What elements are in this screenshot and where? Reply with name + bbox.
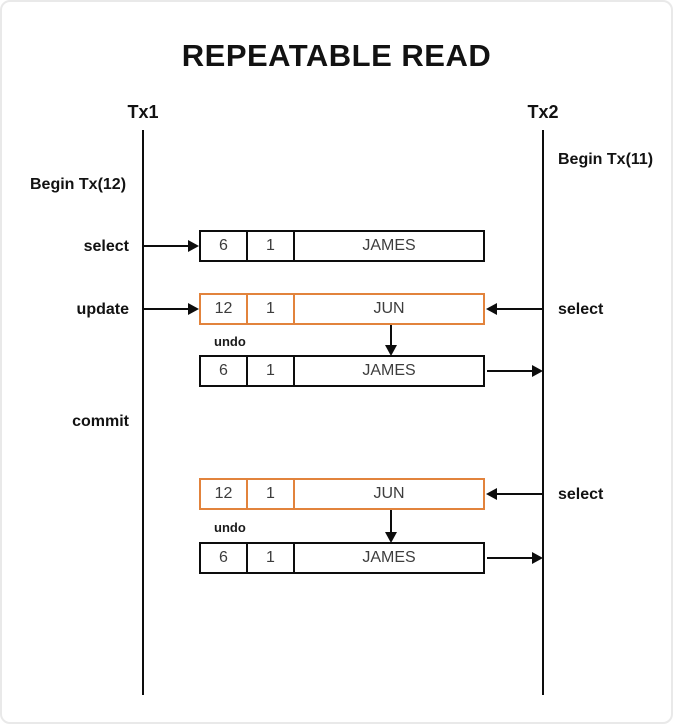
record-trx-id: 6 (201, 544, 248, 572)
record-roll-ptr: 1 (248, 232, 295, 260)
record-roll-ptr: 1 (248, 480, 295, 508)
tx2-timeline (542, 130, 544, 695)
record-roll-ptr: 1 (248, 295, 295, 323)
tx1-begin-label: Begin Tx(12) (30, 176, 127, 193)
tx1-commit-label: commit (72, 413, 129, 430)
record-trx-id: 6 (201, 357, 248, 385)
record-row-new-version-1: 12 1 JUN (199, 293, 485, 325)
tx1-timeline (142, 130, 144, 695)
record-trx-id: 6 (201, 232, 248, 260)
record-row-new-version-2: 12 1 JUN (199, 478, 485, 510)
record-value: JUN (373, 485, 405, 502)
undo-label-1: undo (214, 334, 246, 349)
tx1-select-label: select (83, 238, 129, 255)
record-value: JAMES (362, 549, 416, 566)
record-trx-id: 12 (201, 295, 248, 323)
tx2-begin-label: Begin Tx(11) (558, 151, 654, 168)
record-roll-ptr: 1 (248, 357, 295, 385)
record-value: JAMES (362, 362, 416, 379)
record-value: JAMES (362, 237, 416, 254)
tx1-label: Tx1 (127, 102, 159, 122)
tx2-select1-label: select (558, 301, 604, 318)
record-row-undo-2: 6 1 JAMES (199, 542, 485, 574)
undo-label-2: undo (214, 520, 246, 535)
record-roll-ptr: 1 (248, 544, 295, 572)
record-value: JUN (373, 300, 405, 317)
record-row-committed-1: 6 1 JAMES (199, 230, 485, 262)
tx2-select2-label: select (558, 486, 604, 503)
record-trx-id: 12 (201, 480, 248, 508)
tx2-label: Tx2 (527, 102, 559, 122)
page-title: REPEATABLE READ (181, 38, 492, 73)
record-row-undo-1: 6 1 JAMES (199, 355, 485, 387)
tx1-update-label: update (76, 301, 129, 318)
